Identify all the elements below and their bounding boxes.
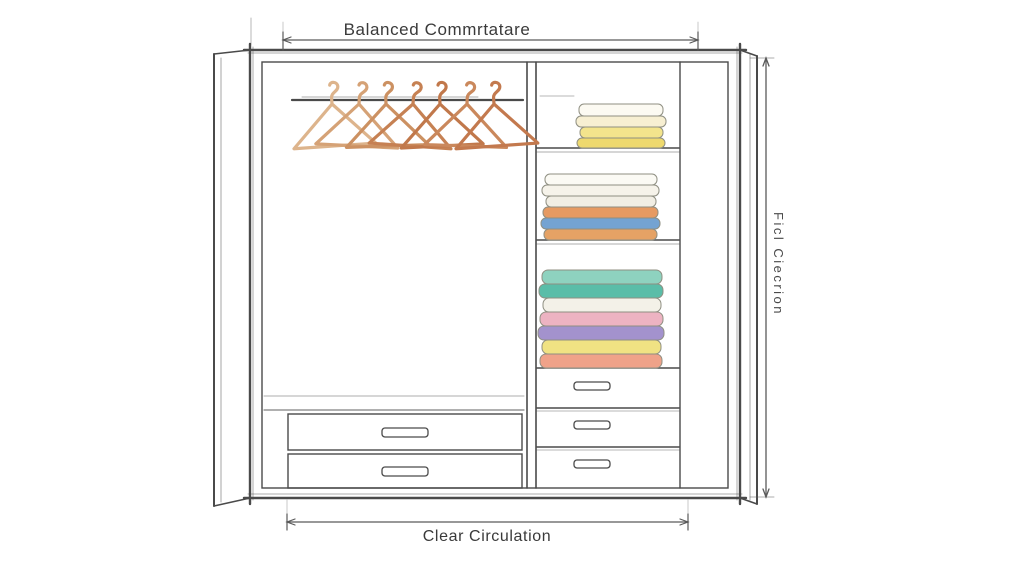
right-dimension-label: Ficl Ciecrion <box>771 212 786 317</box>
hanger <box>292 80 378 151</box>
wardrobe-frame <box>242 42 748 506</box>
left-door <box>213 17 252 507</box>
folded-item <box>576 137 666 149</box>
top-dimension-label: Balanced Commrtatare <box>343 20 531 39</box>
folded-item <box>539 311 664 327</box>
folded-stack-top <box>575 103 667 149</box>
folded-item <box>578 103 664 117</box>
hanger <box>454 80 540 151</box>
folded-item <box>542 297 662 313</box>
folded-item <box>542 206 659 219</box>
folded-item <box>539 353 663 369</box>
bottom-dimension-label: Clear Circulation <box>422 528 552 545</box>
folded-item <box>538 283 664 299</box>
drawer-handle <box>381 427 429 438</box>
drawer-front <box>287 453 523 489</box>
drawer-front <box>287 413 523 451</box>
hanger <box>367 81 453 151</box>
drawer-handle <box>573 381 611 391</box>
right-door <box>739 49 758 505</box>
folded-item <box>579 126 664 139</box>
right-dimension-line <box>749 56 775 499</box>
hanger <box>422 81 509 150</box>
folded-stack-bottom <box>537 269 665 369</box>
folded-item <box>544 173 658 186</box>
folded-item <box>541 269 663 285</box>
left-drawers <box>263 395 525 489</box>
center-divider <box>526 61 537 489</box>
top-dimension-line <box>281 21 700 51</box>
hangers <box>292 80 540 151</box>
right-drawers <box>536 381 680 469</box>
folded-item <box>540 217 661 230</box>
folded-item <box>543 228 658 241</box>
drawer-handle <box>573 420 611 430</box>
folded-item <box>545 195 657 208</box>
drawer-handle <box>573 459 611 469</box>
hanger <box>344 80 431 150</box>
folded-item <box>541 184 660 197</box>
folded-item <box>541 339 662 355</box>
bottom-dimension-line <box>285 499 690 531</box>
hanger <box>314 81 400 150</box>
hanging-rod <box>290 95 575 102</box>
drawer-handle <box>381 466 429 477</box>
folded-item <box>537 325 665 341</box>
folded-item <box>575 115 667 128</box>
folded-stack-middle <box>540 173 661 241</box>
